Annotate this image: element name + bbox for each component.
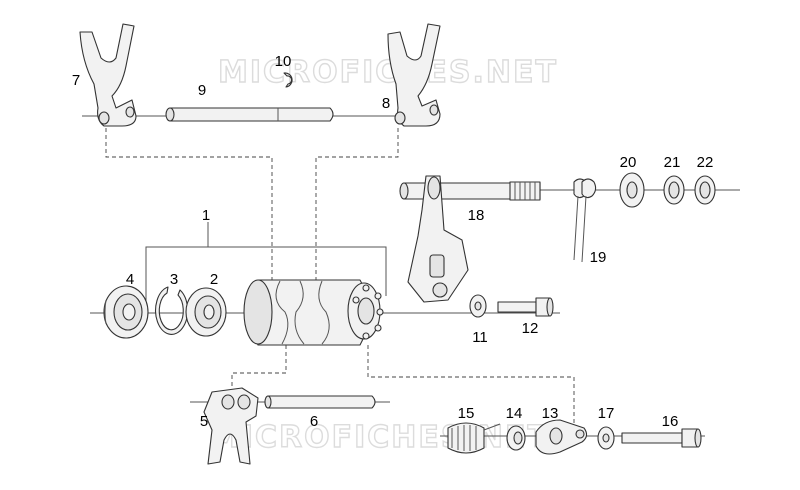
watermark-top: MICROFICHES.NET [218,55,558,90]
callout-10: 10 [275,53,292,70]
callout-11: 11 [472,329,488,346]
callout-14: 14 [506,405,523,422]
callout-18: 18 [468,207,485,224]
fork-shaft-6 [264,395,376,409]
callout-7: 7 [72,72,80,89]
return-spring-19 [573,178,597,263]
callout-4: 4 [126,271,134,288]
bolt-12 [497,297,554,317]
callout-5: 5 [200,413,208,430]
callout-3: 3 [170,271,178,288]
bearing-4 [103,285,149,339]
shift-fork-7 [79,23,137,127]
drum-stopper-lever-13 [535,419,588,455]
watermark-bottom: MICROFICHES.NET [210,420,550,455]
callout-2: 2 [210,271,218,288]
callout-20: 20 [620,154,637,171]
callout-8: 8 [382,95,390,112]
shift-drum-1 [243,279,384,346]
shift-fork-5 [203,387,259,465]
callout-13: 13 [542,405,559,422]
callout-21: 21 [664,154,681,171]
washer-11 [469,294,487,318]
callout-16: 16 [662,413,679,430]
shift-fork-8 [387,23,441,127]
circlip-10 [283,72,293,88]
fork-shaft-9 [165,107,334,122]
bushing-14 [506,425,526,451]
washer-22 [694,175,716,205]
callout-22: 22 [697,154,714,171]
gear-selector-shaft-18 [399,175,541,303]
callout-17: 17 [598,405,615,422]
washer-20 [619,172,645,208]
callout-15: 15 [458,405,475,422]
dashed-leaders [105,128,575,428]
callout-6: 6 [310,413,318,430]
bolt-16 [621,428,702,448]
callout-9: 9 [198,82,206,99]
assembly-bracket-1 [145,246,387,312]
snap-ring-3 [155,286,189,335]
washer-21 [663,175,685,205]
callout-1: 1 [202,207,210,224]
callout-12: 12 [522,320,539,337]
spring-15 [447,422,501,454]
bearing-2 [185,287,227,337]
callout-19: 19 [590,249,607,266]
washer-17 [597,426,615,450]
